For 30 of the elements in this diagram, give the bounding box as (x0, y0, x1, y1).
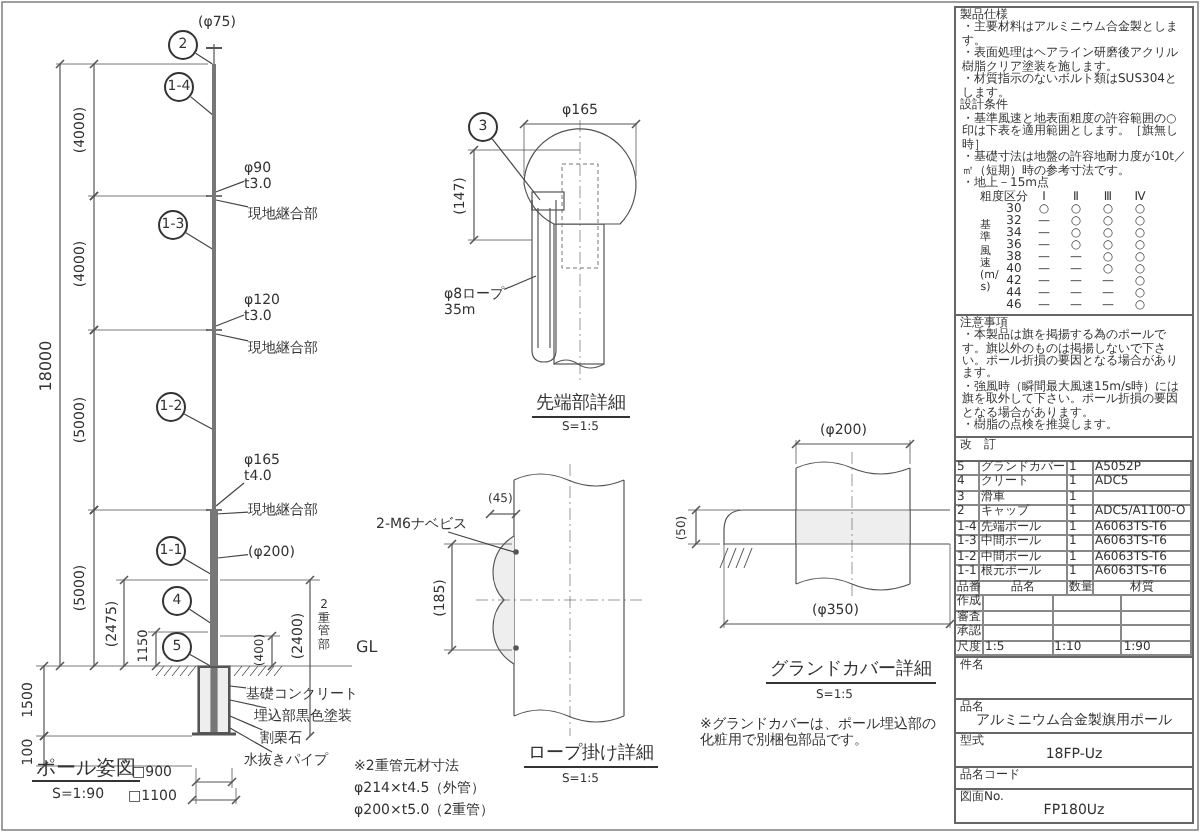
dimension-value: 18000 (39, 340, 57, 392)
leader-line (215, 314, 245, 327)
leader-line (189, 653, 211, 667)
leader-line (447, 531, 515, 553)
leader-line (215, 333, 249, 342)
leader-line (183, 413, 215, 431)
leader-line (183, 558, 215, 577)
view-title: 先端部詳細 (532, 396, 630, 418)
pole-section (210, 510, 218, 666)
leader-line (503, 275, 537, 290)
view-title: ロープ掛け詳細 (524, 746, 658, 768)
pole-section (211, 330, 217, 510)
leader-line (215, 199, 249, 208)
leader-line (217, 554, 249, 559)
leader-line (229, 685, 247, 689)
leader-line (229, 699, 267, 709)
leader-line (229, 715, 263, 731)
leader-line (229, 727, 273, 753)
leader-line (185, 232, 215, 251)
view-title: グランドカバー詳細 (766, 662, 936, 684)
ground-level-label: GL (356, 640, 378, 658)
leader-line (215, 482, 245, 507)
leader-line (215, 180, 245, 193)
leader-line (215, 511, 249, 515)
leader-line (189, 608, 213, 625)
pole-section (211, 196, 217, 330)
leader-line (190, 96, 215, 117)
leader-line (491, 138, 541, 201)
foundation-block (198, 666, 230, 734)
leader-line (195, 52, 213, 65)
